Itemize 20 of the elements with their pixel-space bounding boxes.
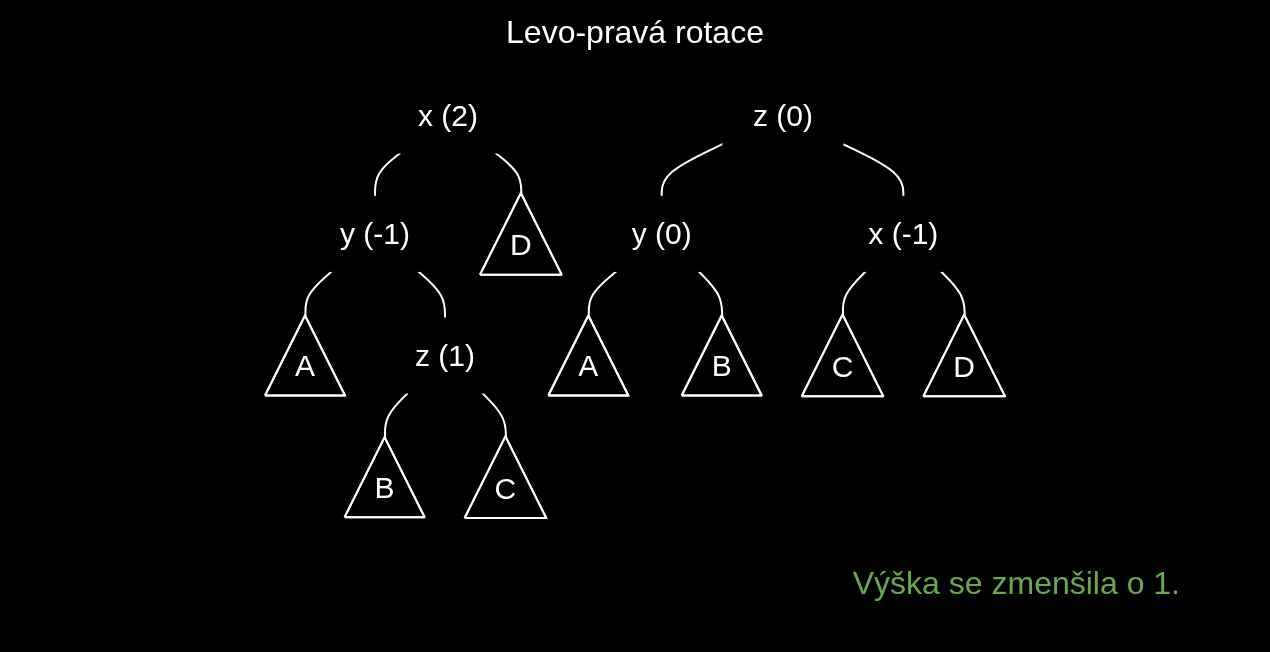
connector (939, 270, 966, 317)
connector (417, 270, 446, 319)
node-text: z (0) (752, 99, 813, 132)
connector (841, 270, 867, 317)
node-text: y (0) (631, 217, 692, 251)
diagram-title: Levo-pravá rotace (505, 14, 765, 51)
note-text: Výška se zmenšila o 1. (852, 565, 1180, 602)
connector (374, 152, 402, 198)
connector (660, 142, 724, 198)
connector (494, 152, 523, 195)
connector (587, 270, 618, 317)
connector (383, 392, 409, 439)
connector (304, 270, 333, 317)
connector (841, 143, 905, 198)
connector (697, 270, 724, 317)
connector (481, 392, 507, 438)
node-text: x (-1) (868, 217, 939, 251)
node-text: x (2) (417, 99, 478, 132)
node-text: y (-1) (340, 217, 410, 251)
node-text: z (1) (415, 339, 475, 372)
